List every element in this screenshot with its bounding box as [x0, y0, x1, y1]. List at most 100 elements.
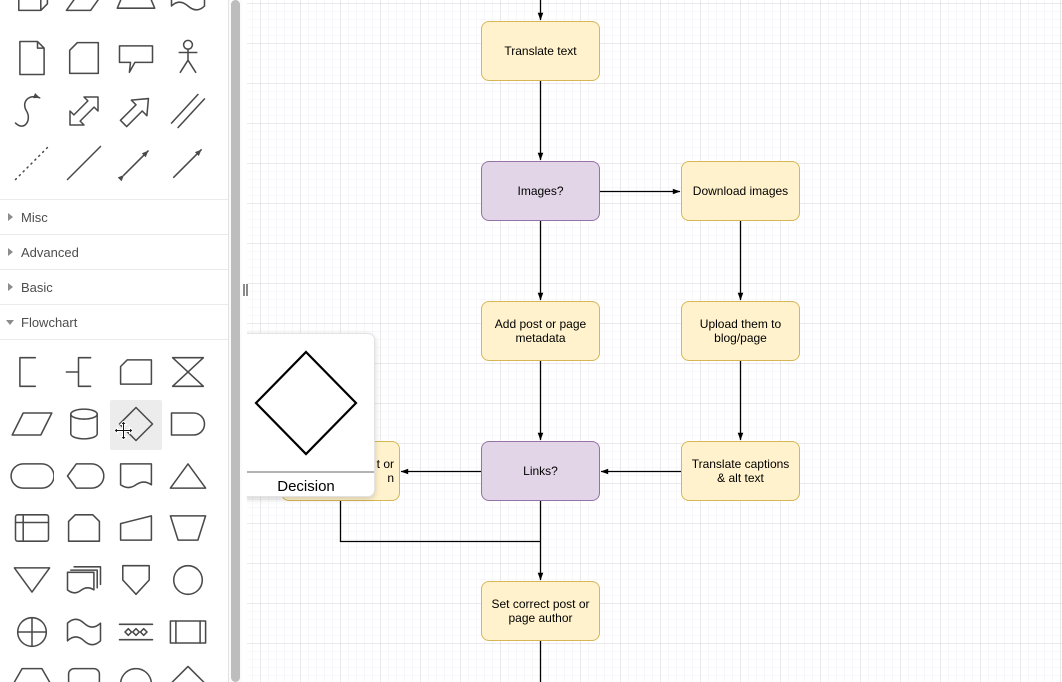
manual-input-icon	[119, 515, 153, 541]
flow-node-add-metadata[interactable]: Add post or page metadata	[481, 301, 600, 361]
shape-database[interactable]	[61, 401, 107, 447]
off-page-reference-icon	[122, 564, 150, 596]
shape-line[interactable]	[61, 140, 107, 186]
shape-arrow[interactable]	[113, 88, 159, 134]
curve-icon	[14, 92, 41, 127]
diagram-canvas[interactable]	[247, 0, 1062, 682]
shape-merge[interactable]	[9, 557, 55, 603]
section-label: Misc	[21, 209, 48, 225]
double-line-icon	[170, 93, 206, 129]
parallel-mode-icon	[118, 623, 154, 641]
flow-node-translate-text[interactable]: Translate text	[481, 21, 600, 81]
flow-node-images[interactable]: Images?	[481, 161, 600, 221]
shape-manual-operation[interactable]	[165, 505, 211, 551]
shape-extract[interactable]	[165, 453, 211, 499]
shape-directional-connector[interactable]	[165, 140, 211, 186]
bidirectional-arrow-icon	[69, 96, 99, 126]
shape-sort[interactable]	[165, 661, 211, 682]
shape-collate[interactable]	[165, 349, 211, 395]
summing-function-icon	[16, 616, 48, 648]
shape-flowchart-card[interactable]	[113, 349, 159, 395]
decision-diamond-preview-icon	[254, 350, 358, 456]
flow-node-links[interactable]: Links?	[481, 441, 600, 501]
shape-callout[interactable]	[113, 35, 159, 81]
shape-trapezoid[interactable]	[113, 0, 159, 18]
cube-icon	[18, 0, 49, 12]
flow-node-upload-blog[interactable]: Upload them to blog/page	[681, 301, 800, 361]
shape-or[interactable]	[165, 557, 211, 603]
chevron-right-icon	[5, 248, 15, 256]
shape-direct-access-storage[interactable]	[9, 453, 55, 499]
shapes-panel: Misc Advanced Basic Flowchart	[0, 0, 228, 682]
shape-actor[interactable]	[165, 35, 211, 81]
section-divider	[0, 339, 228, 340]
shape-parallel-mode[interactable]	[113, 609, 159, 655]
document-icon	[119, 463, 153, 489]
occluded-text-line1: t or	[376, 457, 394, 471]
shape-card[interactable]	[61, 35, 107, 81]
sidebar-scrollbar-track[interactable]	[228, 0, 242, 682]
collate-icon	[171, 356, 205, 388]
shape-dashed-line[interactable]	[9, 140, 55, 186]
paper-tape-icon	[66, 618, 102, 646]
shape-display[interactable]	[61, 453, 107, 499]
shape-bidirectional-arrow[interactable]	[61, 88, 107, 134]
sidebar-section-flowchart[interactable]: Flowchart	[0, 304, 228, 339]
shape-curve[interactable]	[9, 88, 55, 134]
shape-preview-tooltip: Decision	[237, 333, 375, 497]
chevron-right-icon	[5, 283, 15, 291]
shape-double-line[interactable]	[165, 88, 211, 134]
flow-node-translate-captions[interactable]: Translate captions & alt text	[681, 441, 800, 501]
card-icon	[68, 41, 100, 75]
shape-annotation-line[interactable]	[61, 349, 107, 395]
section-label: Basic	[21, 279, 53, 295]
shape-multi-document[interactable]	[61, 557, 107, 603]
shape-annotation-left[interactable]	[9, 349, 55, 395]
shape-decision[interactable]	[113, 401, 159, 447]
sidebar-section-advanced[interactable]: Advanced	[0, 234, 228, 269]
sort-diamond-icon	[171, 665, 205, 682]
or-circle-icon	[172, 564, 204, 596]
shape-predefined-process[interactable]	[165, 609, 211, 655]
shape-preparation[interactable]	[9, 661, 55, 682]
process-rectangle-icon	[67, 667, 101, 682]
shape-process[interactable]	[61, 661, 107, 682]
flow-node-set-author[interactable]: Set correct post or page author	[481, 581, 600, 641]
shape-bidirectional-connector[interactable]	[113, 140, 159, 186]
annotation-left-icon	[19, 356, 37, 388]
sidebar-section-misc[interactable]: Misc	[0, 199, 228, 234]
internal-storage-icon	[14, 514, 50, 542]
display-icon	[66, 463, 105, 489]
connector-circle-icon	[119, 667, 153, 682]
shape-manual-input[interactable]	[113, 505, 159, 551]
shape-summing-function[interactable]	[9, 609, 55, 655]
extract-triangle-icon	[169, 463, 207, 489]
shape-connector-circle[interactable]	[113, 661, 159, 682]
step-icon	[65, 0, 99, 12]
chevron-down-icon	[5, 319, 15, 325]
flowchart-card-icon	[119, 359, 153, 385]
panel-resizer[interactable]	[242, 0, 247, 682]
tooltip-shape-name: Decision	[277, 477, 335, 495]
flow-node-download-images[interactable]: Download images	[681, 161, 800, 221]
shape-note[interactable]	[9, 35, 55, 81]
shape-step[interactable]	[61, 0, 107, 18]
shape-loop-limit[interactable]	[61, 505, 107, 551]
shape-document[interactable]	[113, 453, 159, 499]
shape-tape[interactable]	[165, 0, 211, 18]
database-cylinder-icon	[70, 408, 98, 440]
sidebar-scrollbar-thumb[interactable]	[231, 0, 240, 682]
section-label: Advanced	[21, 244, 79, 260]
shape-paper-tape[interactable]	[61, 609, 107, 655]
line-icon	[66, 145, 102, 181]
shape-cube[interactable]	[9, 0, 55, 18]
manual-operation-icon	[169, 515, 207, 541]
shape-off-page-reference[interactable]	[113, 557, 159, 603]
delay-icon	[170, 412, 206, 436]
shape-internal-storage[interactable]	[9, 505, 55, 551]
occluded-text-line2: n	[387, 471, 394, 485]
shape-delay[interactable]	[165, 401, 211, 447]
shape-data[interactable]	[9, 401, 55, 447]
panel-resize-handle-icon[interactable]	[243, 284, 248, 296]
sidebar-section-basic[interactable]: Basic	[0, 269, 228, 304]
